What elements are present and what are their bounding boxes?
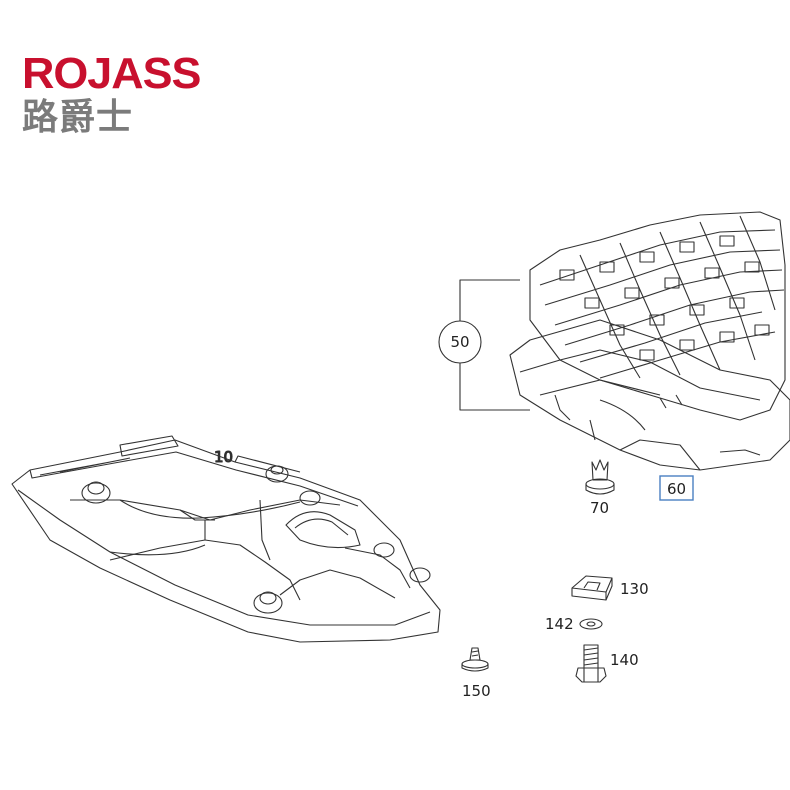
part-60-lower-shield [509, 319, 790, 471]
brand-name-cn: 路爵士 [22, 97, 134, 138]
part-140-hex-bolt [575, 644, 607, 683]
callout-140: 140 [610, 651, 639, 669]
brand-name-en: ROJASS [22, 49, 201, 98]
part-70-push-clip [585, 459, 615, 495]
callout-60-box [659, 475, 694, 501]
part-10-underbody-shield [11, 435, 441, 643]
part-50-upper-shield [529, 211, 786, 421]
part-130-clip-nut [571, 575, 613, 601]
callout-70: 70 [590, 499, 609, 517]
callout-50-circle [438, 320, 482, 364]
callout-130: 130 [620, 580, 649, 598]
part-150-screw [461, 647, 489, 672]
callout-50: 50 [450, 333, 469, 351]
part-142-washer [579, 618, 603, 630]
brand-logo: ROJASS 路爵士 [22, 49, 201, 138]
callout-142: 142 [545, 615, 574, 633]
callout-10: 10 [214, 448, 233, 466]
callout-60: 60 [667, 480, 686, 498]
callout-150: 150 [462, 682, 491, 700]
